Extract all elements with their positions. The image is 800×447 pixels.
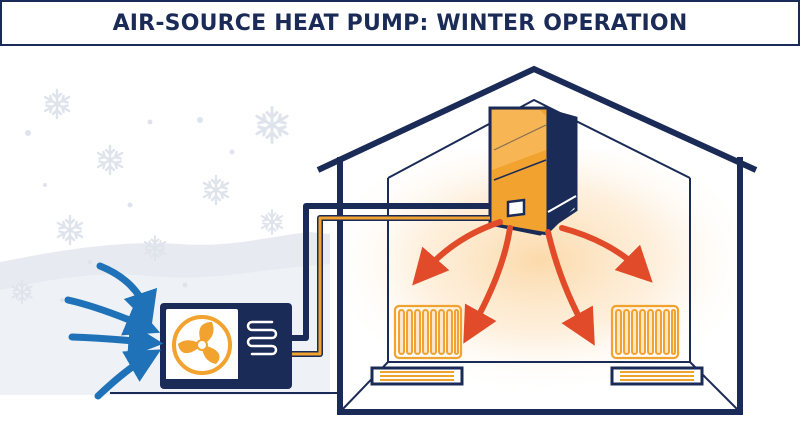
floor-heating-grille-icon (610, 366, 704, 386)
snowflake-icon (202, 174, 230, 206)
warm-air-arrow (545, 229, 595, 346)
cold-air-arrows (64, 262, 164, 400)
indoor-air-handler-icon (488, 106, 578, 236)
refrigerant-lines (292, 203, 490, 357)
snowflake-icon (96, 144, 124, 176)
cold-air-arrow (68, 322, 164, 358)
house (316, 65, 758, 415)
warm-air-arrow (412, 219, 503, 286)
warm-air-arrow (559, 225, 653, 283)
snowflake-icon (260, 209, 284, 235)
snowflake-icon (43, 88, 71, 120)
radiator-icon (393, 304, 463, 360)
page-title: AIR-SOURCE HEAT PUMP: WINTER OPERATION (112, 10, 688, 36)
snowflake-icon (56, 214, 84, 246)
floor-heating-grille-icon (370, 366, 464, 386)
title-bar: AIR-SOURCE HEAT PUMP: WINTER OPERATION (0, 0, 800, 46)
cold-air-arrow (94, 349, 162, 400)
outdoor-heat-pump-unit (160, 303, 292, 389)
heat-exchanger-coil-icon (246, 320, 278, 356)
warm-air-arrow (463, 225, 513, 344)
radiator-icon (610, 304, 680, 360)
fan-icon (172, 315, 232, 375)
snowflake-icon (255, 106, 289, 144)
warm-air-arrows (412, 219, 653, 346)
